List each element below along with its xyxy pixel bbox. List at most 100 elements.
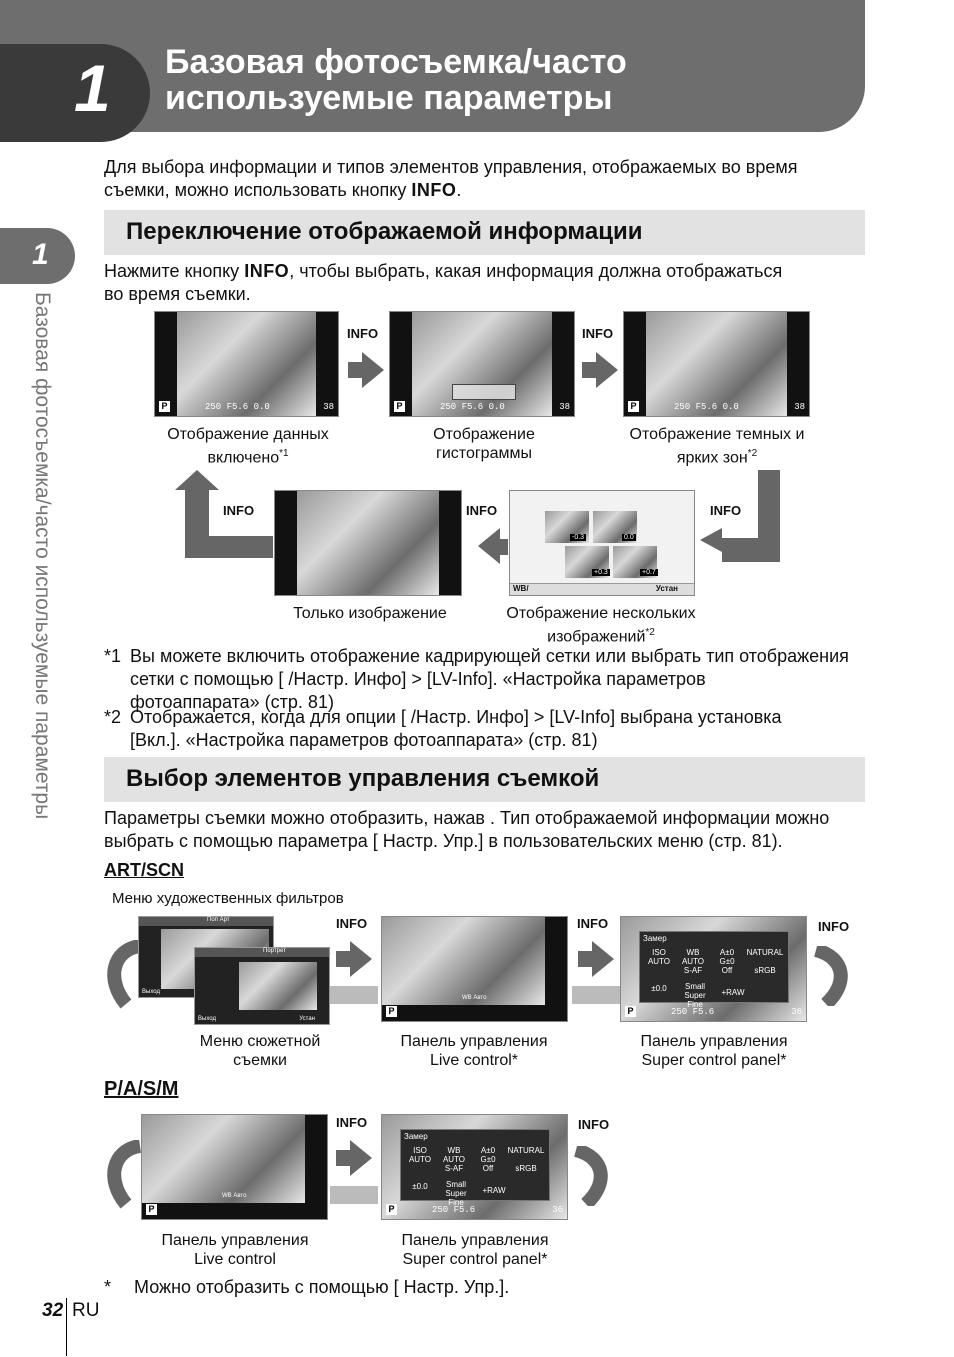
- art-menu-caption: Меню художественных фильтров: [112, 890, 344, 907]
- raw-cell: +RAW: [721, 988, 745, 997]
- flow-connector: [330, 986, 378, 1004]
- super-panel-grid: Замер ISO AUTO WB AUTO A±0 G±0 NATURAL S…: [400, 1129, 550, 1207]
- section1-line-2: во время съемки.: [104, 284, 251, 304]
- caption-line: изображений*2: [496, 623, 706, 646]
- chapter-number: 1: [74, 51, 111, 125]
- caption-text: включено: [207, 449, 280, 467]
- caption-line: Панель управления: [401, 1232, 549, 1249]
- caption-image-only: Только изображение: [293, 605, 447, 622]
- caption-line: Live control*: [429, 1052, 519, 1069]
- caption-text: изображений: [547, 628, 646, 646]
- footnote-ref: *2: [747, 448, 758, 459]
- title-line-1: Базовая фотосъемка/часто: [165, 43, 627, 81]
- screen-photo: [297, 491, 439, 595]
- wb-label: WB Авто: [462, 995, 487, 1001]
- live-control-screen: WB Авто P: [381, 916, 568, 1022]
- mode-badge: P: [386, 1006, 397, 1017]
- arrow-left-shaft: [494, 539, 508, 555]
- section1-paragraph: Нажмите кнопку INFO, чтобы выбрать, кака…: [104, 260, 874, 306]
- screen-photo: [412, 312, 552, 416]
- note-line: [Вкл.]. «Настройка параметров фотоаппара…: [130, 730, 598, 750]
- caption-super-control: Панель управления Super control panel*: [620, 1032, 808, 1070]
- intro-end: .: [456, 180, 462, 200]
- info-label: INFO: [710, 503, 742, 518]
- intro-line-1: Для выбора информации и типов элементов …: [104, 157, 798, 177]
- exposure-readout: 250 F5.6 0.0: [440, 402, 505, 412]
- mode-badge: P: [386, 1204, 397, 1215]
- mode-badge: P: [394, 401, 405, 412]
- quality-cell: Small Super Fine: [684, 982, 706, 1009]
- frame-counter: 38: [559, 402, 570, 412]
- note-line: Вы можете включить отображение кадрирующ…: [130, 646, 849, 666]
- screen-photo: [646, 312, 787, 416]
- return-arrow-down-icon: [700, 470, 780, 562]
- info-button-label: INFO: [411, 180, 457, 200]
- info-label: INFO: [336, 1115, 368, 1130]
- s1-text-2: , чтобы выбрать, какая информация должна…: [289, 261, 783, 281]
- footnote-mark: *: [104, 1277, 112, 1297]
- return-arrow-up-icon: [175, 470, 273, 558]
- intro-line-2: съемки, можно использовать кнопку INFO.: [104, 179, 874, 202]
- multi-footer: WB/ Устан: [510, 583, 694, 595]
- scene-menu-screen: Портрет Выход Устан: [194, 947, 330, 1025]
- iso-cell: ISO AUTO: [647, 948, 671, 966]
- mode-badge: P: [625, 1006, 636, 1017]
- iso-cell: ISO AUTO: [408, 1146, 432, 1164]
- caption-line: гистограммы: [436, 445, 532, 462]
- caption-line: Отображение: [433, 426, 535, 443]
- info-label: INFO: [336, 916, 368, 931]
- info-label: INFO: [582, 326, 614, 341]
- value-label: -0.3: [570, 534, 587, 541]
- info-label: INFO: [577, 916, 609, 931]
- caption-line: Меню сюжетной: [199, 1033, 321, 1050]
- caption-line: включено*1: [148, 444, 348, 467]
- set-label: Устан: [299, 1016, 315, 1022]
- exposure-readout: 250 F5.6: [671, 1007, 715, 1017]
- page-title: Базовая фотосъемка/часто используемые па…: [165, 44, 855, 116]
- art-title: Поп Арт: [207, 917, 230, 923]
- footnote-ref: *1: [279, 448, 289, 459]
- note-2: *2 Отображается, когда для опции [ /Наст…: [104, 706, 874, 752]
- flow-connector: [330, 1186, 378, 1204]
- footnote-text: Можно отобразить с помощью [ Настр. Упр.…: [134, 1277, 510, 1297]
- arrow-right-icon: [336, 1140, 372, 1176]
- panel-title: Замер: [643, 934, 667, 943]
- scene-photo: [239, 962, 317, 1010]
- frame-counter: 38: [794, 402, 805, 412]
- caption-line: Отображение темных и: [629, 426, 805, 443]
- page-number: 32: [42, 1300, 64, 1321]
- value-label: 0.0: [622, 534, 636, 541]
- arrow-right-icon: [336, 941, 372, 977]
- art-menu-title-bar: Поп Арт: [139, 917, 273, 926]
- caption-highlight-shadow: Отображение темных и ярких зон*2: [615, 425, 819, 467]
- caption-histogram: Отображение гистограммы: [388, 425, 580, 463]
- off-cell: Off: [721, 966, 733, 975]
- quality-cell: Small Super Fine: [445, 1180, 467, 1207]
- wb-cell: WB AUTO: [442, 1146, 466, 1164]
- caption-pasm-live: Панель управления Live control: [140, 1231, 330, 1269]
- mode-badge: P: [628, 401, 639, 412]
- note-line: сетки с помощью [ /Настр. Инфо] > [LV-In…: [130, 669, 706, 689]
- wb-cell: WB AUTO: [681, 948, 705, 966]
- caption-line: ярких зон*2: [615, 444, 819, 467]
- wb-shift-cell: A±0 G±0: [480, 1146, 496, 1164]
- flow-connector: [572, 986, 620, 1004]
- screen-image-only: [274, 490, 462, 596]
- scene-title: Портрет: [263, 948, 286, 954]
- off-cell: Off: [482, 1164, 494, 1173]
- screen-multi-image: -0.3 0.0 +0.3 +0.7 WB/ Устан: [509, 490, 695, 596]
- caption-data-display: Отображение данных включено*1: [148, 425, 348, 467]
- screen-photo: [177, 312, 316, 416]
- exposure-readout: 250 F5.6: [432, 1205, 476, 1215]
- mode-badge: P: [146, 1204, 157, 1215]
- section-heading-display-info: Переключение отображаемой информации: [104, 210, 865, 255]
- af-cell: S-AF: [444, 1164, 464, 1173]
- arrow-right-icon: [578, 941, 614, 977]
- mode-badge: P: [159, 401, 170, 412]
- side-chapter-tab: [0, 228, 75, 284]
- caption-line: Панель управления: [400, 1033, 548, 1050]
- caption-line: Live control: [194, 1251, 276, 1268]
- side-chapter-title: Базовая фотосъемка/часто используемые па…: [31, 292, 54, 820]
- pasm-heading: P/A/S/M: [104, 1078, 179, 1100]
- wb-shift-cell: A±0 G±0: [719, 948, 735, 966]
